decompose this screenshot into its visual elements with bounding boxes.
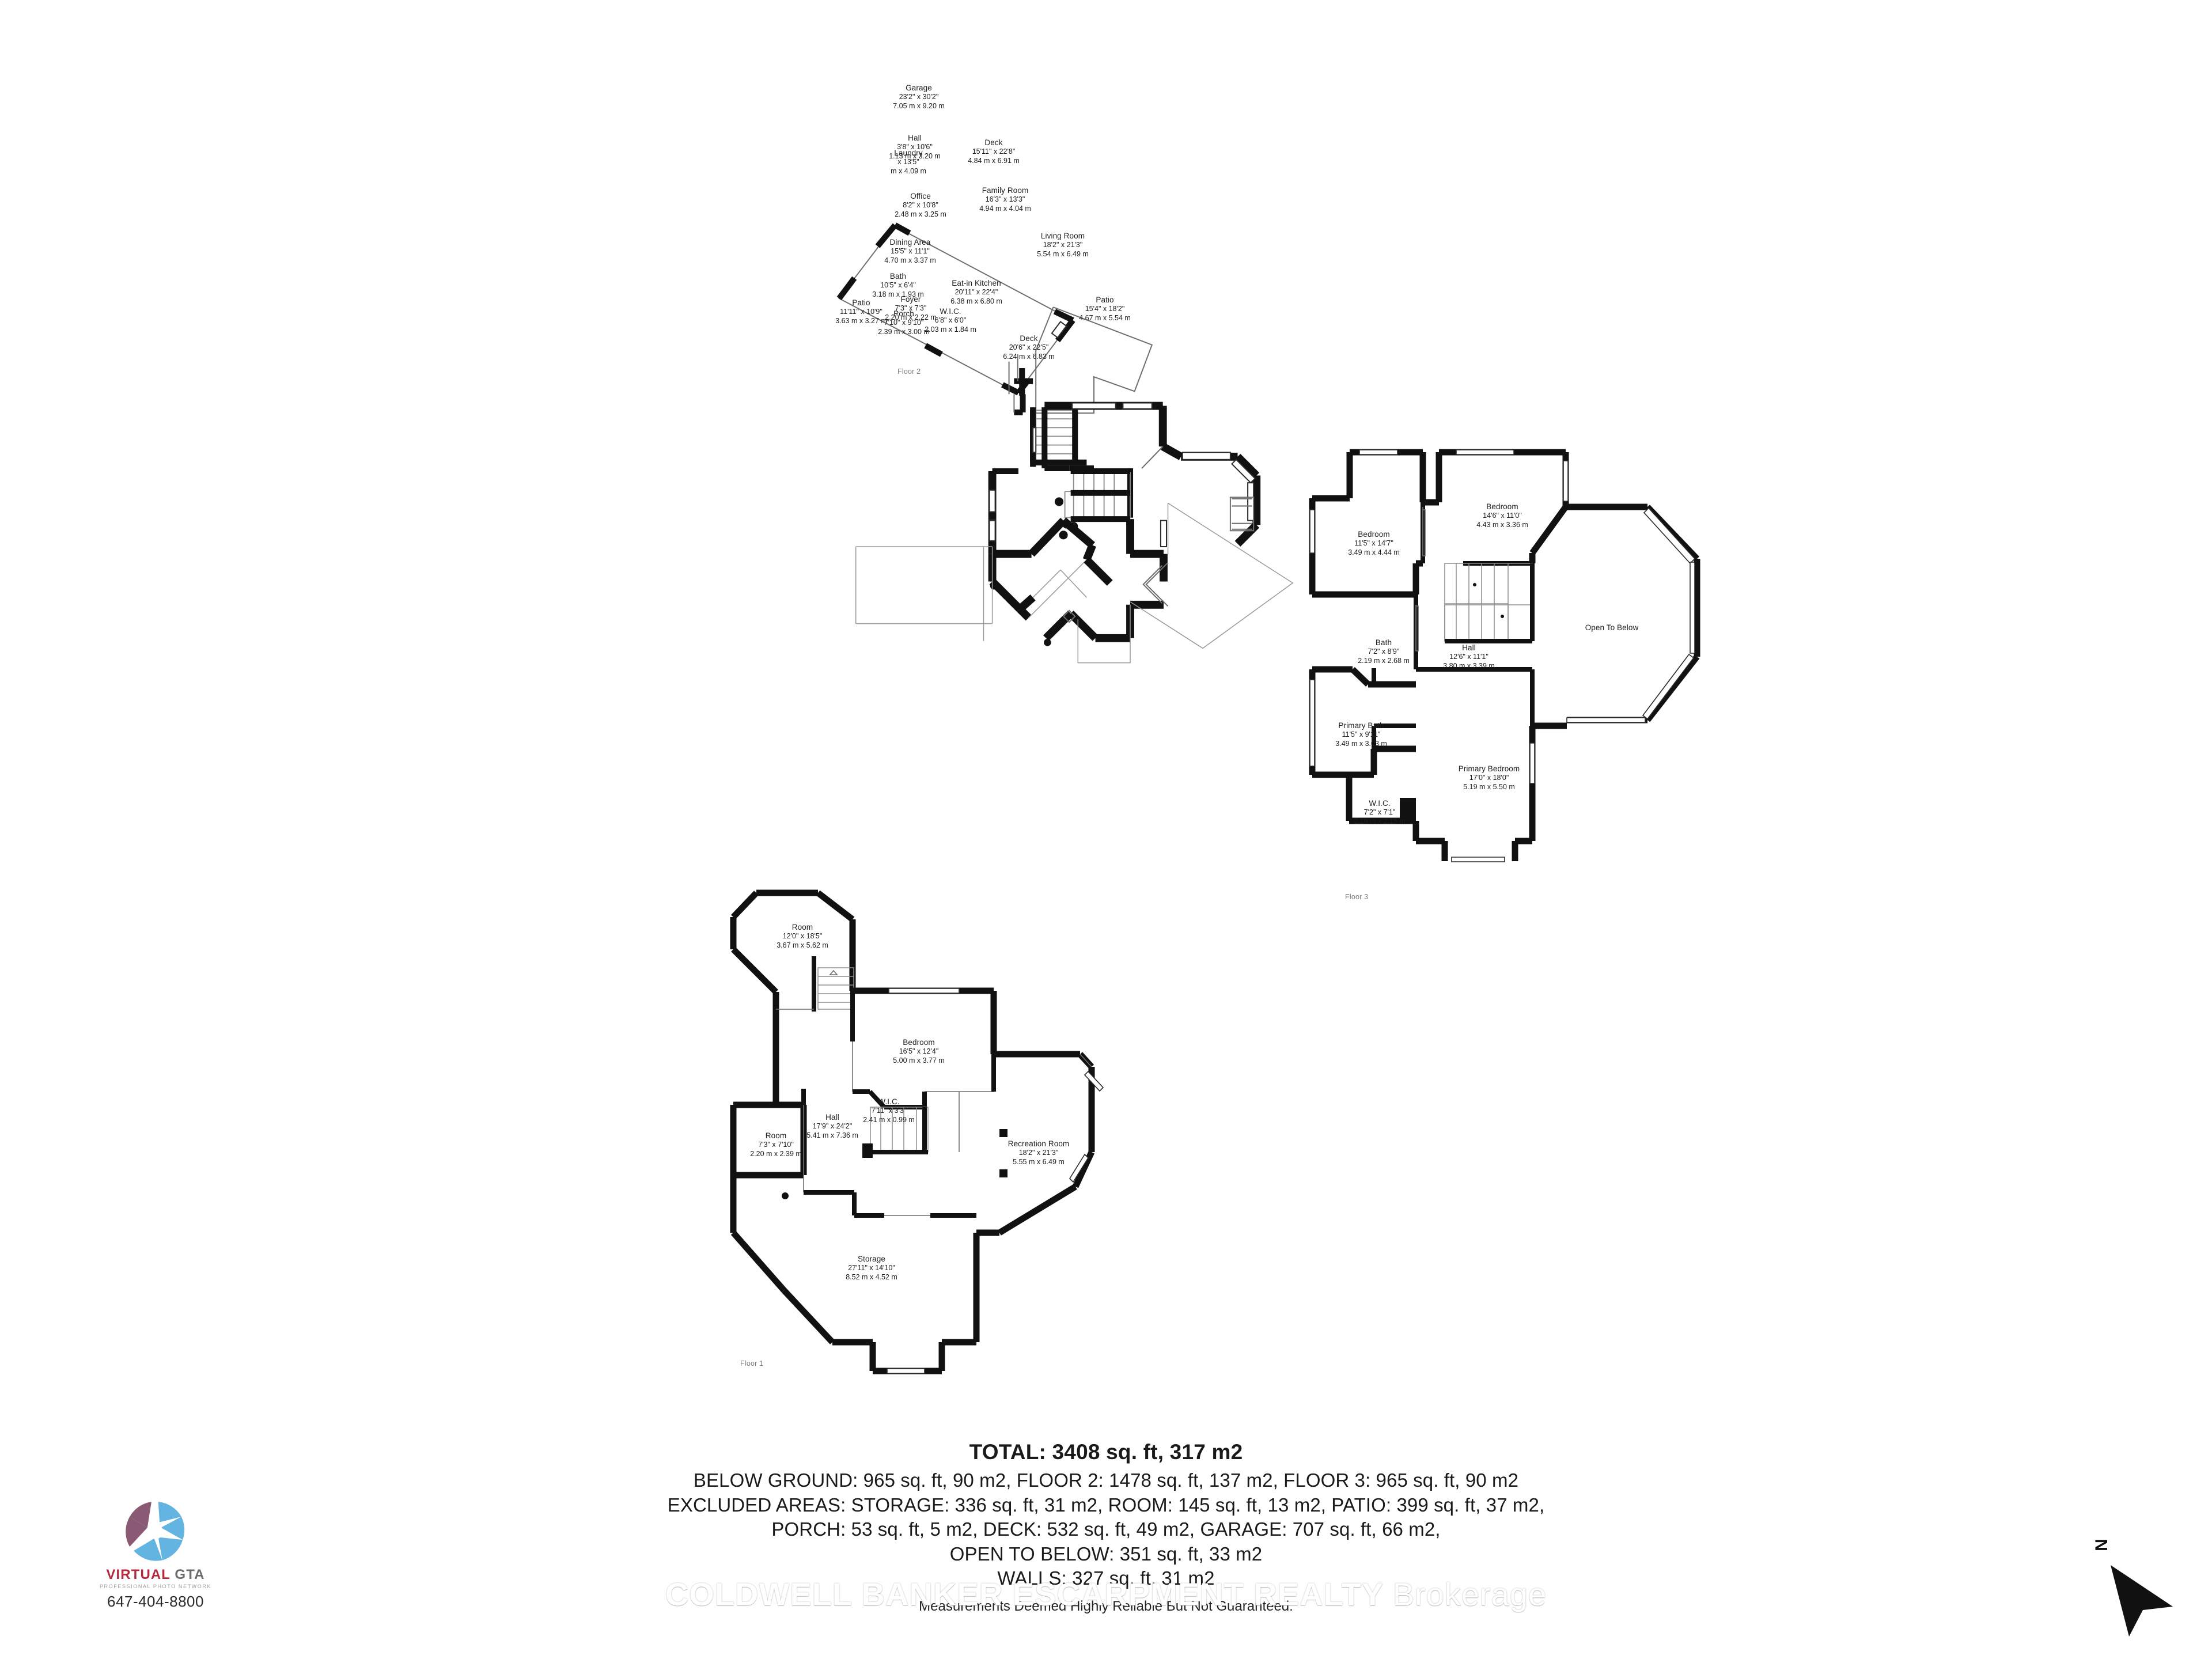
recreation-room-octagon	[998, 1054, 1104, 1236]
room-label: Bath 10'5" x 6'4" 3.18 m x 1.93 m	[872, 272, 924, 298]
compass-n-label: N	[2092, 1539, 2111, 1551]
room-label: Primary Bath 11'5" x 9'11" 3.49 m x 3.03…	[1335, 721, 1387, 748]
room-label: Hall 3'8" x 10'6" 1.13 m x 3.20 m	[889, 134, 941, 160]
main-staircase-floor2	[1062, 468, 1131, 529]
logo-name-gta: GTA	[175, 1567, 205, 1582]
room-label: Bedroom 11'5" x 14'7" 3.49 m x 4.44 m	[1348, 530, 1400, 556]
bath-foyer-block	[988, 517, 1096, 612]
living-room-block	[1127, 452, 1261, 547]
room-label: Room 7'3" x 7'10" 2.20 m x 2.39 m	[750, 1131, 802, 1158]
floor1-storage-block	[730, 1190, 999, 1374]
floorplan-floor1: Room 12'0" x 18'5" 3.67 m x 5.62 m Bedro…	[688, 887, 1161, 1417]
room-label: Room 12'0" x 18'5" 3.67 m x 5.62 m	[777, 923, 828, 949]
floor3-outer-walls	[1309, 449, 1569, 861]
room-label: W.I.C. 6'8" x 6'0" 2.03 m x 1.84 m	[925, 307, 976, 334]
room-label: Foyer 7'3" x 7'3" 2.20 m x 2.22 m	[885, 295, 937, 321]
logo-tagline: PROFESSIONAL PHOTO NETWORK	[99, 1584, 212, 1589]
room-label: Laundry x 13'5" m x 4.09 m	[891, 149, 926, 175]
stairs-garage-level	[1030, 407, 1087, 465]
floor1-hall-stairs	[862, 1092, 960, 1158]
floor1-room-left	[730, 1089, 807, 1192]
room-label: Deck 15'11" x 22'8" 4.84 m x 6.91 m	[968, 138, 1020, 165]
room-label: W.I.C. 7'11" x 3'3" 2.41 m x 0.99 m	[863, 1097, 915, 1124]
room-label: Living Room 18'2" x 21'3" 5.54 m x 6.49 …	[1037, 232, 1089, 258]
deck-lower-outline	[1077, 562, 1169, 664]
floor-tag-floor1: Floor 1	[740, 1359, 764, 1368]
floorplan-floor2: Garage 23'2" x 30'2" 7.05 m x 9.20 m Hal…	[622, 23, 1348, 853]
room-label: Recreation Room 18'2" x 21'3" 5.55 m x 6…	[1007, 1139, 1070, 1166]
floorplan-floor3: Bedroom 11'5" x 14'7" 3.49 m x 4.44 m Be…	[1285, 438, 1745, 901]
logo-phone-number: 647-404-8800	[107, 1593, 204, 1610]
room-label: Patio 11'11" x 10'9" 3.63 m x 3.27 m	[835, 298, 887, 325]
dining-area-block	[988, 471, 1032, 558]
open-to-below-line: OPEN TO BELOW: 351 sq. ft, 33 m2	[949, 1543, 1263, 1565]
room-label: Dining Area 15'5" x 11'1" 4.70 m x 3.37 …	[884, 238, 936, 264]
logo-wordmark: VIRTUAL GTA	[60, 1567, 251, 1583]
room-label: Eat-in Kitchen 20'11" x 22'4" 6.38 m x 6…	[950, 279, 1002, 305]
patio-right-outline	[1130, 502, 1294, 649]
garage-outline	[836, 222, 1075, 396]
staircase-top-floor1	[817, 967, 854, 1010]
floor-areas-line: BELOW GROUND: 965 sq. ft, 90 m2, FLOOR 2…	[693, 1469, 1519, 1491]
excluded-areas-line-1: EXCLUDED AREAS: STORAGE: 336 sq. ft, 31 …	[667, 1494, 1545, 1516]
floor1-room-top	[730, 889, 856, 1103]
floor-tag-floor3: Floor 3	[1345, 893, 1369, 901]
room-label: W.I.C. 7'2" x 7'1" 2.19 m x 2.15 m	[1354, 799, 1406, 825]
aperture-shutter-icon	[126, 1502, 185, 1561]
room-label: Hall 12'6" x 11'1" 3.80 m x 3.39 m	[1443, 643, 1495, 670]
room-label: Hall 17'9" x 24'2" 5.41 m x 7.36 m	[806, 1113, 858, 1139]
walls-line: WALLS: 327 sq. ft, 31 m2	[997, 1567, 1215, 1589]
room-label: Bath 7'2" x 8'9" 2.19 m x 2.68 m	[1358, 638, 1410, 665]
room-label: Garage 23'2" x 30'2" 7.05 m x 9.20 m	[893, 84, 945, 110]
floor-tag-floor2: Floor 2	[897, 368, 921, 376]
staircase-floor3	[1444, 563, 1535, 643]
north-arrow-icon	[2111, 1565, 2173, 1637]
room-label: Patio 15'4" x 18'2" 4.67 m x 5.54 m	[1079, 296, 1131, 322]
room-label: Bedroom 14'6" x 11'0" 4.43 m x 3.36 m	[1476, 502, 1528, 529]
room-label: Open To Below	[1585, 623, 1639, 632]
room-label: Family Room 16'3" x 13'3" 4.94 m x 4.04 …	[979, 186, 1031, 213]
room-label: Deck 20'6" x 22'5" 6.24 m x 6.83 m	[1003, 334, 1055, 361]
room-label: Porch 7'10" x 9'10" 2.39 m x 3.00 m	[878, 309, 930, 336]
office-room	[992, 407, 1070, 474]
floor1-bedroom-block	[850, 987, 1094, 1152]
room-label: Primary Bedroom 17'0" x 18'0" 5.19 m x 5…	[1458, 764, 1520, 791]
excluded-areas-line-2: PORCH: 53 sq. ft, 5 m2, DECK: 532 sq. ft…	[771, 1518, 1441, 1540]
room-label: Storage 27'11" x 14'10" 8.52 m x 4.52 m	[846, 1255, 897, 1281]
porch-steps	[983, 547, 1076, 641]
foyer-porch-wic-block	[1017, 556, 1130, 646]
hall-laundry-block	[1008, 354, 1033, 415]
open-to-below-octagon	[1566, 503, 1700, 724]
logo-name-virtual: VIRTUAL	[106, 1567, 171, 1582]
room-label: Bedroom 16'5" x 12'4" 5.00 m x 3.77 m	[893, 1038, 945, 1065]
measurement-disclaimer: Measurements Deemed Highly Reliable But …	[919, 1598, 1293, 1614]
room-label: Office 8'2" x 10'8" 2.48 m x 3.25 m	[895, 192, 946, 218]
area-summary: TOTAL: 3408 sq. ft, 317 m2 BELOW GROUND:…	[0, 1440, 2212, 1615]
compass: N	[2091, 1529, 2195, 1639]
floor3-windows	[1309, 449, 1569, 862]
virtual-gta-logo: VIRTUAL GTA PROFESSIONAL PHOTO NETWORK 6…	[60, 1498, 251, 1611]
total-area-line: TOTAL: 3408 sq. ft, 317 m2	[969, 1440, 1243, 1464]
patio-left-outline	[855, 546, 993, 624]
